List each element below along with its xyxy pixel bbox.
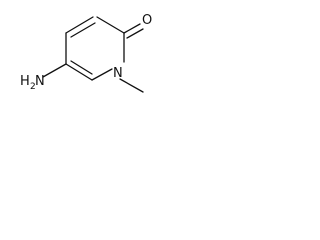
bond-c6-c5: [65, 16, 94, 34]
bond-c3-n1: [91, 68, 113, 81]
structure-canvas: H 2 N N O: [0, 0, 170, 100]
amine-label-subscript: 2: [30, 82, 36, 92]
carbonyl-bond: [123, 23, 144, 39]
bond-n-methyl: [119, 78, 144, 93]
double-bond-inner-c5-c6: [70, 22, 96, 38]
bond-c4-nh2: [42, 63, 67, 78]
double-bond-inner-c4-c3: [70, 60, 93, 75]
bond-c4-c3: [65, 63, 93, 81]
amine-label-n: N: [35, 74, 45, 89]
bond-c2-o-a: [123, 23, 141, 34]
ring-bonds: [65, 16, 125, 81]
amine-label-h: H: [20, 74, 30, 89]
molecule-drawing: H 2 N N O: [20, 13, 152, 93]
ring-nitrogen-label: N: [113, 66, 123, 81]
bond-c2-o-b: [126, 28, 144, 39]
bond-c2-c6: [96, 16, 125, 34]
carbonyl-oxygen-label: O: [142, 13, 152, 28]
